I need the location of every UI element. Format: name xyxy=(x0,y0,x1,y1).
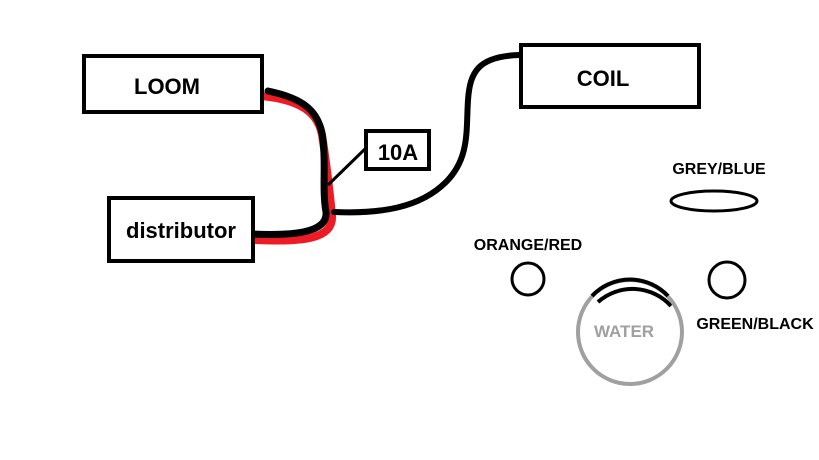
green-black-connector xyxy=(707,260,747,300)
water-ring-top-arc xyxy=(590,277,670,298)
loom-label: LOOM xyxy=(134,74,200,99)
coil-label: COIL xyxy=(577,66,630,91)
black-wire-to-coil xyxy=(331,52,523,216)
fuse-box: 10A xyxy=(364,129,431,171)
loom-box: LOOM xyxy=(82,54,264,114)
distributor-label: distributor xyxy=(126,218,236,243)
black-wire-loom-distributor xyxy=(248,87,330,238)
fuse-leader-line xyxy=(326,146,368,187)
fuse-label: 10A xyxy=(378,140,418,165)
water-ring-black-arc xyxy=(596,287,673,308)
distributor-box: distributor xyxy=(107,196,255,263)
coil-box: COIL xyxy=(519,43,701,109)
green-black-label: GREEN/BLACK xyxy=(696,316,814,333)
water-label: WATER xyxy=(594,322,654,341)
orange-red-connector xyxy=(510,261,546,297)
orange-red-label: ORANGE/RED xyxy=(474,237,582,254)
grey-blue-label: GREY/BLUE xyxy=(672,161,766,178)
grey-blue-connector xyxy=(669,189,759,213)
red-wire xyxy=(252,92,337,245)
